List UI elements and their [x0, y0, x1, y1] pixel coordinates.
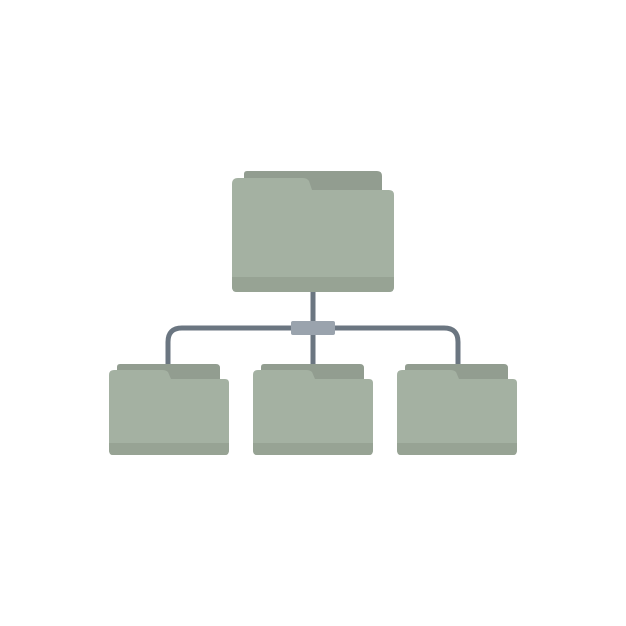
child-folder-left-icon: [109, 364, 229, 455]
connector-branch-right: [318, 325, 461, 371]
child-folder-center-front: [253, 370, 373, 455]
child-folder-center-bottom: [253, 443, 373, 455]
parent-folder-front: [232, 178, 394, 292]
child-folder-right-front: [397, 370, 517, 455]
child-folder-left-front: [109, 370, 229, 455]
child-folder-right-bottom: [397, 443, 517, 455]
parent-folder-bottom: [232, 277, 394, 292]
child-folder-center-icon: [253, 364, 373, 455]
connector-lines: [165, 287, 461, 371]
parent-folder-icon: [232, 171, 394, 292]
child-folder-right-icon: [397, 364, 517, 455]
child-folder-left-bottom: [109, 443, 229, 455]
connector-branch-left: [165, 325, 308, 371]
connector-hub: [291, 321, 335, 335]
